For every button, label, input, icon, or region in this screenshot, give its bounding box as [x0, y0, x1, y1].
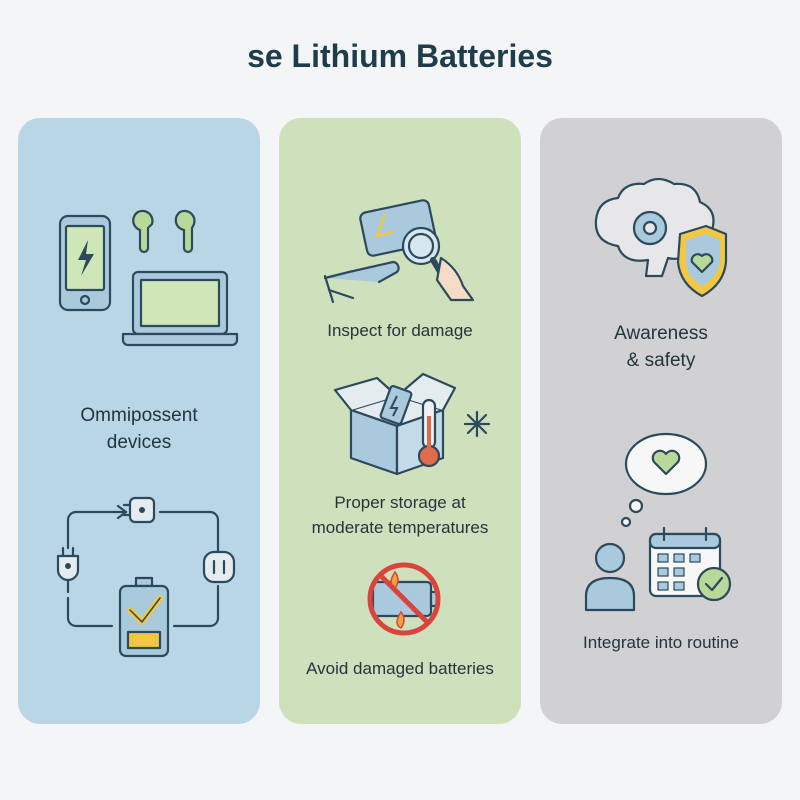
page-title: se Lithium Batteries: [247, 38, 553, 74]
caption-avoid-damaged: Avoid damaged batteries: [306, 659, 494, 678]
routine-calendar-icon: [584, 432, 732, 612]
caption-devices: Ommipossent devices: [80, 405, 198, 453]
charging-cycle-icon: [56, 496, 236, 658]
earbuds-icon: [132, 209, 196, 254]
storage-box-icon: [333, 372, 491, 476]
smartphone-icon: [58, 214, 112, 312]
brain-shield-icon: [594, 177, 728, 298]
laptop-icon: [121, 270, 239, 347]
panel-devices: Ommipossent devices: [18, 118, 260, 724]
panel-awareness: Awareness & safety Integrate into routin…: [540, 118, 782, 724]
panel-handling: Inspect for damage Proper storage at mod…: [279, 118, 521, 724]
caption-storage: Proper storage at moderate temperatures: [311, 493, 489, 537]
caption-routine: Integrate into routine: [583, 633, 739, 652]
caption-inspect: Inspect for damage: [327, 321, 473, 340]
caption-awareness: Awareness & safety: [614, 323, 708, 371]
magnifier-inspect-icon: [323, 199, 475, 304]
no-damaged-battery-icon: [367, 562, 441, 636]
